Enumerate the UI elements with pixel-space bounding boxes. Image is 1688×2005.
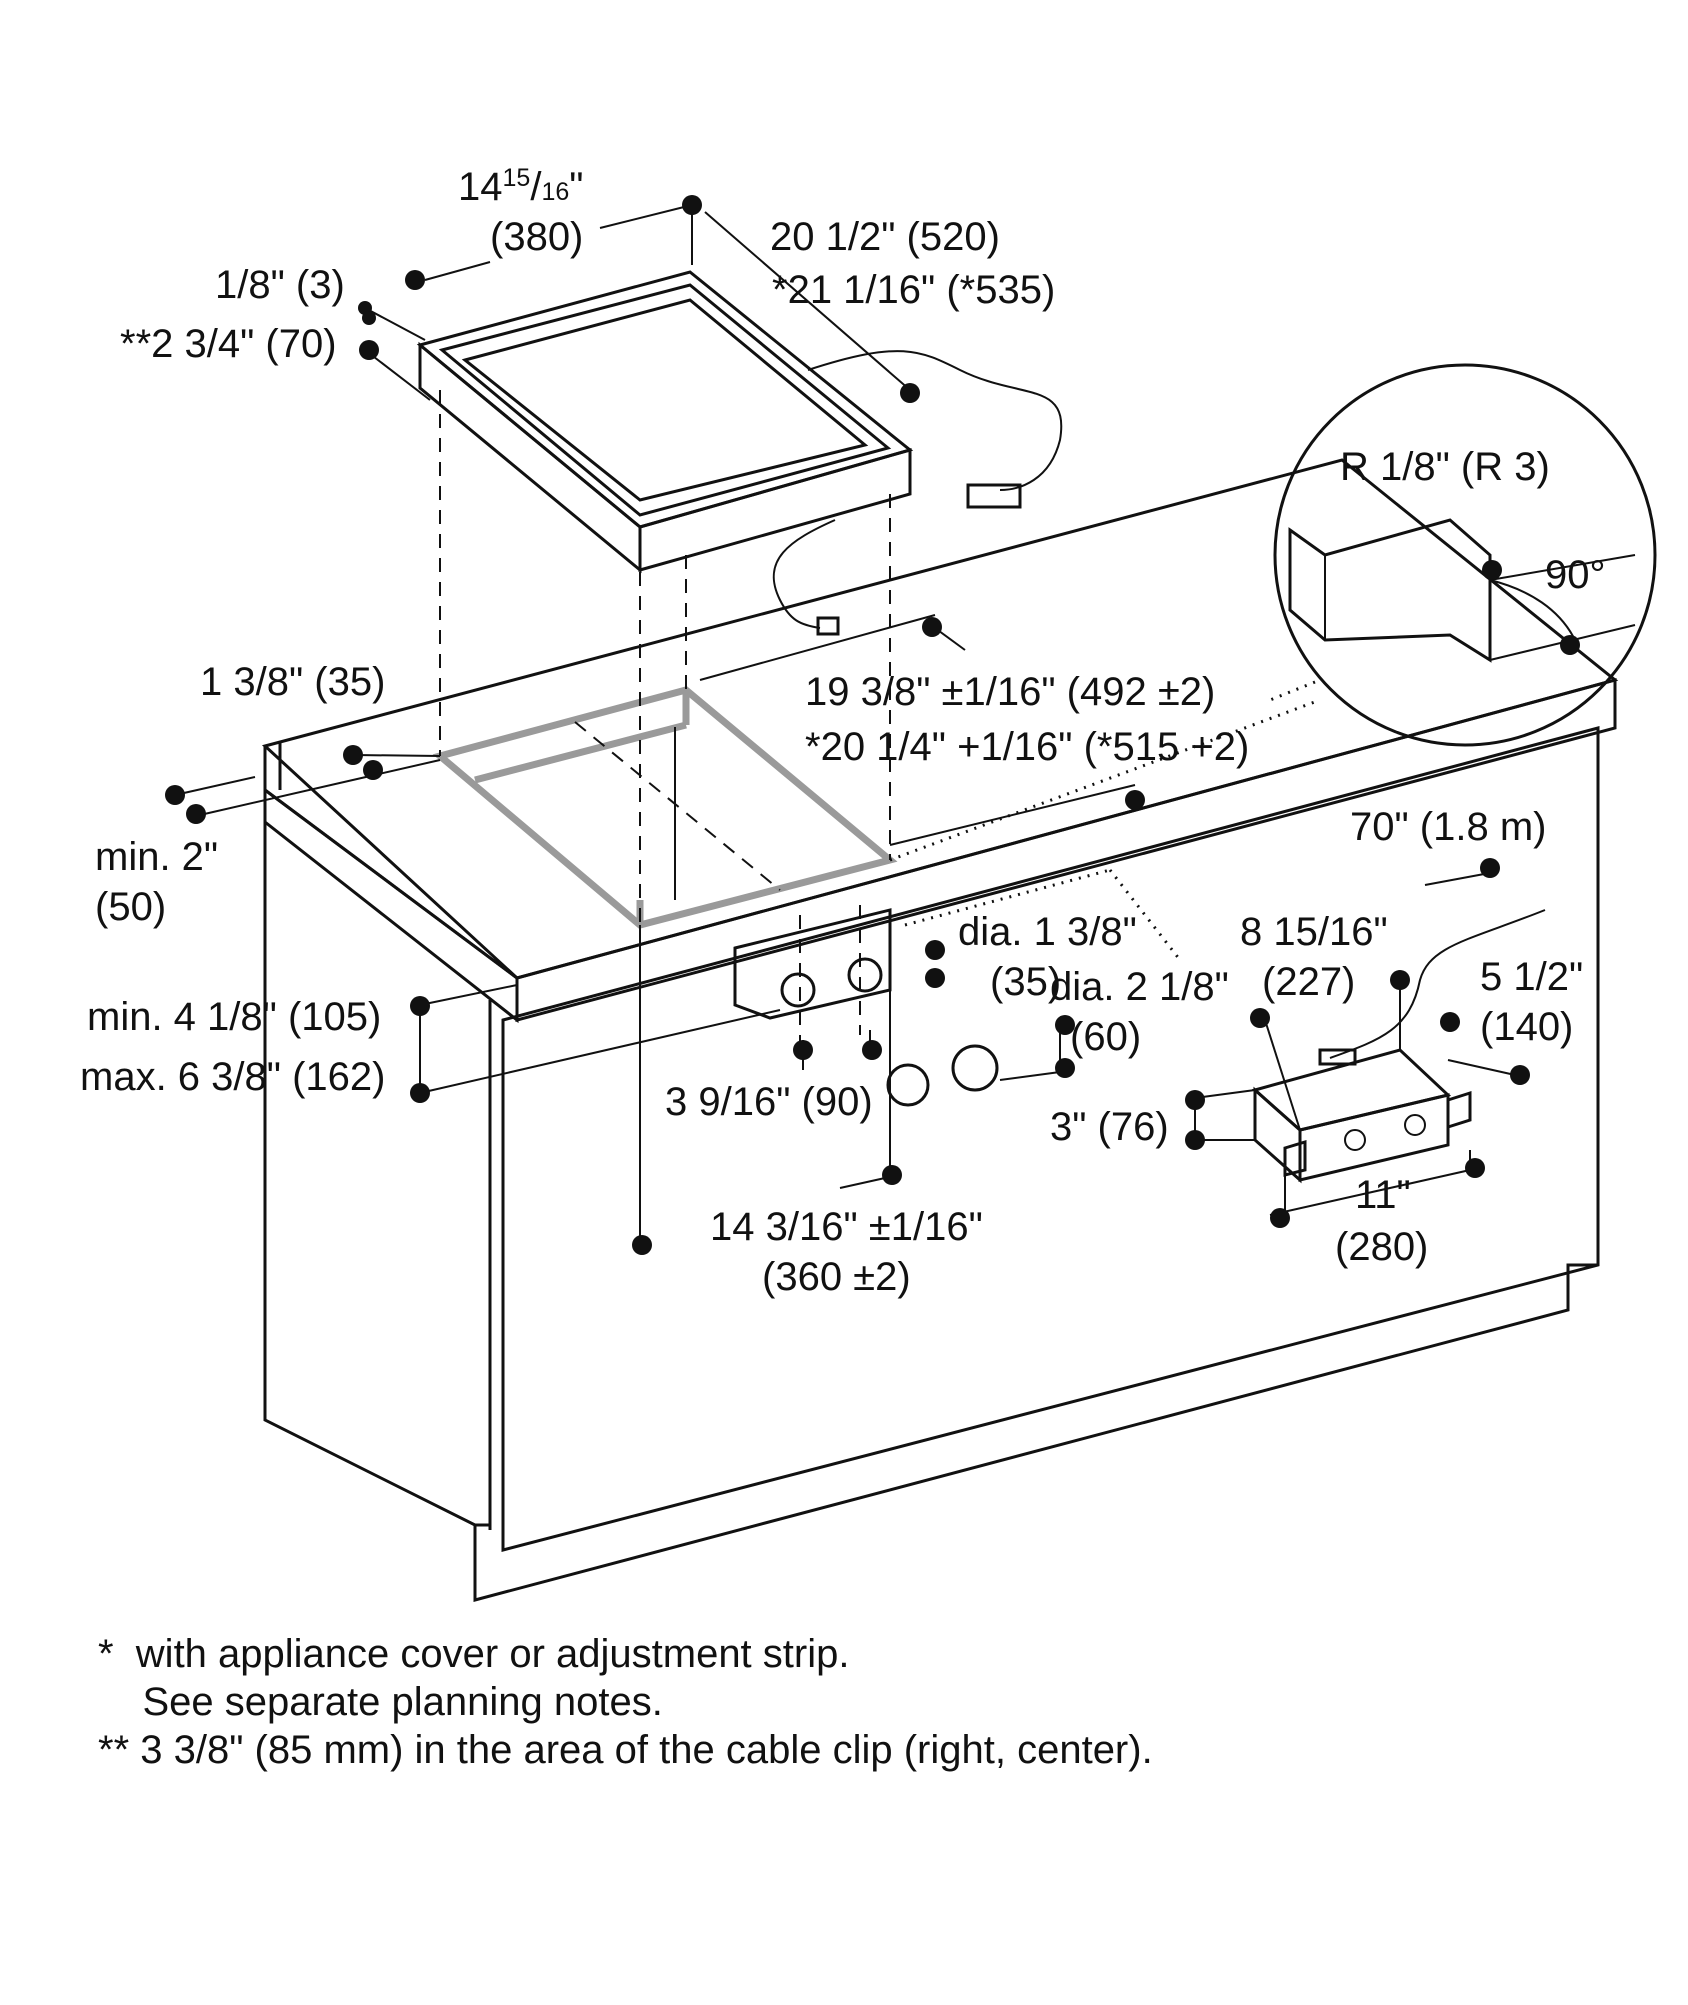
footnote-2: See separate planning notes. bbox=[98, 1680, 663, 1724]
label-cable-length: 70" (1.8 m) bbox=[1350, 805, 1546, 849]
label-cooktop-width: 1415/16" bbox=[458, 164, 583, 209]
dimension-lines bbox=[174, 204, 1516, 1245]
label-frame-thickness: 1/8" (3) bbox=[215, 263, 345, 307]
label-knob-hole-a: dia. 1 3/8" bbox=[958, 910, 1137, 954]
projection-lines bbox=[439, 390, 891, 925]
label-knob-dia-a: dia. 2 1/8" bbox=[1050, 965, 1229, 1009]
label-knob-spacing: 3 9/16" (90) bbox=[665, 1080, 873, 1124]
label-knob-dia-b: (60) bbox=[1070, 1015, 1141, 1059]
label-cooktop-depth-a: 20 1/2" (520) bbox=[770, 215, 1000, 259]
dimension-bullets bbox=[165, 195, 1580, 1255]
detail-circle bbox=[1269, 363, 1657, 747]
label-min-edge-b: (50) bbox=[95, 885, 166, 929]
label-cutout-depth-b: *20 1/4" +1/16" (*515 +2) bbox=[805, 725, 1249, 769]
label-install-depth: **2 3/4" (70) bbox=[120, 322, 337, 366]
label-box-length-b: (280) bbox=[1335, 1225, 1428, 1269]
label-max-height: max. 6 3/8" (162) bbox=[80, 1055, 385, 1099]
label-min-edge-a: min. 2" bbox=[95, 835, 218, 879]
label-box-height: 3" (76) bbox=[1050, 1105, 1169, 1149]
label-cooktop-width-mm: (380) bbox=[490, 215, 583, 259]
footnotes: * with appliance cover or adjustment str… bbox=[98, 1630, 1498, 1774]
label-angle: 90° bbox=[1545, 553, 1606, 597]
label-cutout-width-b: (360 ±2) bbox=[762, 1255, 911, 1299]
label-box-width-b: (227) bbox=[1262, 960, 1355, 1004]
label-box-depth-a: 5 1/2" bbox=[1480, 955, 1583, 999]
cabinet bbox=[261, 458, 1619, 1602]
label-knob-hole-b: (35) bbox=[990, 960, 1061, 1004]
footnote-1: * with appliance cover or adjustment str… bbox=[98, 1632, 850, 1676]
knob-panel bbox=[733, 868, 1182, 1107]
junction-box bbox=[1251, 909, 1546, 1184]
label-cutout-width-a: 14 3/16" ±1/16" bbox=[710, 1205, 983, 1249]
label-min-height: min. 4 1/8" (105) bbox=[87, 995, 381, 1039]
label-box-depth-b: (140) bbox=[1480, 1005, 1573, 1049]
label-cooktop-depth-b: *21 1/16" (*535) bbox=[772, 268, 1055, 312]
footnote-3: ** 3 3/8" (85 mm) in the area of the cab… bbox=[98, 1728, 1153, 1772]
label-radius: R 1/8" (R 3) bbox=[1340, 445, 1550, 489]
cooktop bbox=[416, 270, 1063, 636]
label-cutout-depth-a: 19 3/8" ±1/16" (492 ±2) bbox=[805, 670, 1215, 714]
dimension-labels: 1415/16" (380) 20 1/2" (520) *21 1/16" (… bbox=[80, 164, 1606, 1299]
label-box-length-a: 11" bbox=[1355, 1173, 1411, 1217]
label-front-edge: 1 3/8" (35) bbox=[200, 660, 385, 704]
label-box-width-a: 8 15/16" bbox=[1240, 910, 1388, 954]
